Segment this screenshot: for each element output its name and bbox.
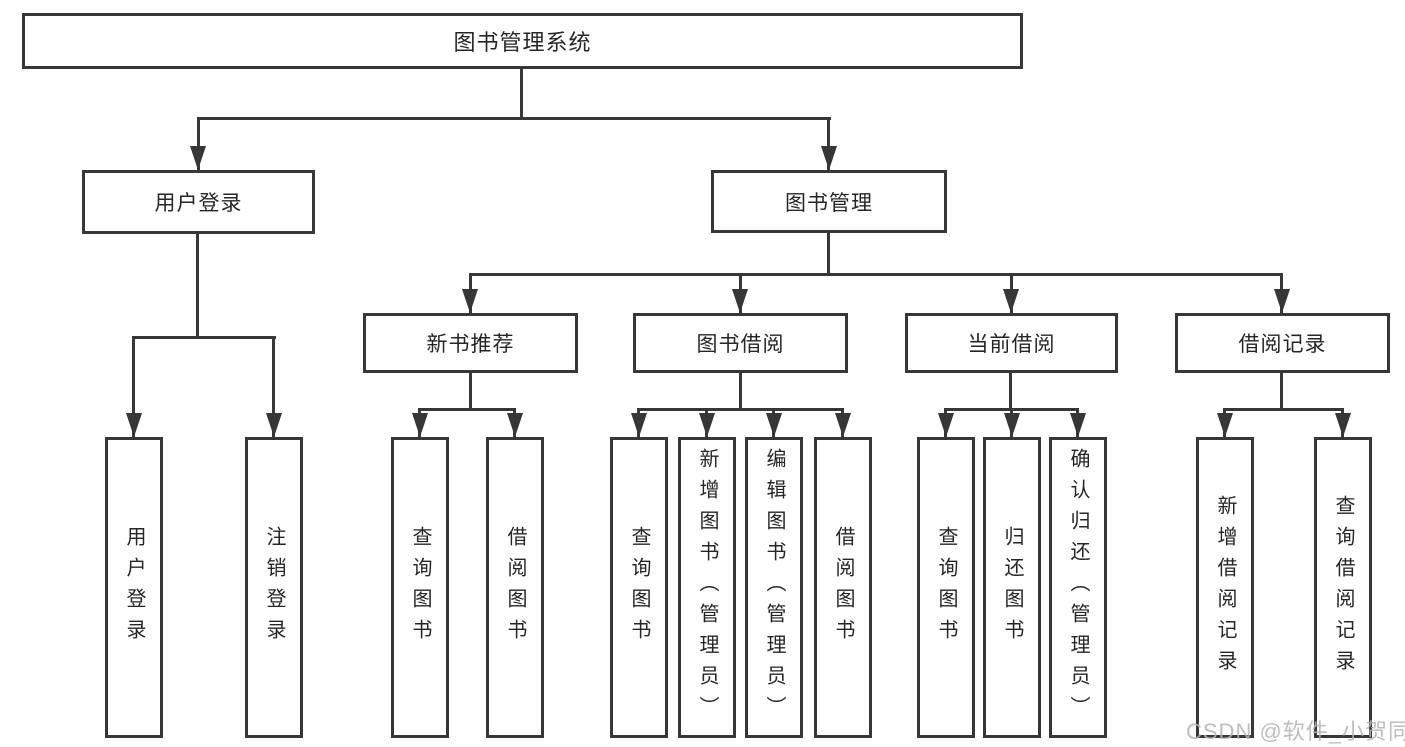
leaf-borrow-books-borrow: 借阅图书 — [814, 437, 872, 738]
connector-line — [469, 373, 472, 408]
leaf-edit-books-admin: 编辑图书（管理员） — [745, 437, 803, 738]
node-label: 当前借阅 — [967, 333, 1056, 356]
node-book-borrow: 图书借阅 — [633, 313, 848, 373]
connector-line — [418, 408, 516, 411]
node-label: 查询图书 — [409, 525, 431, 650]
node-book-management: 图书管理 — [711, 170, 947, 233]
node-new-book-recommend: 新书推荐 — [363, 313, 578, 373]
node-label: 图书管理 — [785, 191, 873, 215]
node-label: 确认归还（管理员） — [1067, 448, 1089, 727]
arrow-down-icon — [190, 146, 206, 170]
arrow-down-icon — [126, 413, 142, 437]
connector-line — [1223, 408, 1344, 411]
leaf-add-borrow-record: 新增借阅记录 — [1196, 437, 1254, 738]
arrow-down-icon — [507, 413, 523, 437]
node-label: 借阅记录 — [1238, 333, 1327, 356]
connector-line — [637, 408, 844, 411]
connector-line — [132, 336, 135, 437]
node-label: 查询借阅记录 — [1332, 494, 1354, 681]
leaf-return-books: 归还图书 — [983, 437, 1041, 738]
node-label: 借阅图书 — [832, 525, 854, 650]
connector-line — [739, 373, 742, 408]
connector-line — [1009, 373, 1012, 408]
node-borrow-records: 借阅记录 — [1175, 313, 1390, 373]
connector-line — [197, 117, 200, 170]
node-label: 新增借阅记录 — [1214, 494, 1236, 681]
node-label: 借阅图书 — [504, 525, 526, 650]
connector-line — [827, 117, 830, 170]
arrow-down-icon — [631, 413, 647, 437]
node-label: 查询图书 — [935, 525, 957, 650]
arrow-down-icon — [1004, 413, 1020, 437]
leaf-logout: 注销登录 — [245, 437, 303, 738]
arrow-down-icon — [938, 413, 954, 437]
leaf-confirm-return-admin: 确认归还（管理员） — [1049, 437, 1107, 738]
leaf-query-books-recommend: 查询图书 — [391, 437, 449, 738]
node-user-login: 用户登录 — [82, 170, 315, 234]
arrow-down-icon — [835, 413, 851, 437]
node-current-borrow: 当前借阅 — [905, 313, 1118, 373]
leaf-query-books-current: 查询图书 — [917, 437, 975, 738]
leaf-user-login: 用户登录 — [105, 437, 163, 738]
arrow-down-icon — [1217, 413, 1233, 437]
connector-line — [1280, 373, 1283, 408]
node-label: 归还图书 — [1001, 525, 1023, 650]
arrow-down-icon — [1070, 413, 1086, 437]
arrow-down-icon — [462, 289, 478, 313]
arrow-down-icon — [412, 413, 428, 437]
node-label: 查询图书 — [628, 525, 650, 650]
node-label: 用户登录 — [154, 192, 243, 215]
arrow-down-icon — [1003, 289, 1019, 313]
connector-line — [827, 233, 830, 273]
node-label: 图书借阅 — [696, 333, 785, 356]
connector-line — [520, 67, 523, 117]
arrow-down-icon — [1274, 289, 1290, 313]
connector-line — [272, 336, 275, 437]
node-label: 新增图书（管理员） — [696, 448, 718, 727]
arrow-down-icon — [1335, 413, 1351, 437]
arrow-down-icon — [821, 146, 837, 170]
node-label: 注销登录 — [263, 525, 285, 650]
connector-line — [469, 273, 1283, 276]
leaf-borrow-books-recommend: 借阅图书 — [486, 437, 544, 738]
arrow-down-icon — [699, 413, 715, 437]
node-label: 用户登录 — [123, 525, 145, 650]
connector-line — [197, 117, 831, 120]
connector-line — [196, 234, 199, 336]
watermark: CSDN @软件_小贺同学 — [1186, 719, 1405, 744]
leaf-query-borrow-record: 查询借阅记录 — [1314, 437, 1372, 738]
leaf-add-books-admin: 新增图书（管理员） — [678, 437, 736, 738]
connector-line — [132, 336, 276, 339]
node-label: 图书管理系统 — [453, 30, 592, 55]
arrow-down-icon — [732, 289, 748, 313]
arrow-down-icon — [266, 413, 282, 437]
node-label: 新书推荐 — [426, 333, 515, 356]
node-label: 编辑图书（管理员） — [763, 448, 785, 727]
leaf-query-books-borrow: 查询图书 — [610, 437, 668, 738]
node-root: 图书管理系统 — [22, 13, 1023, 69]
arrow-down-icon — [766, 413, 782, 437]
